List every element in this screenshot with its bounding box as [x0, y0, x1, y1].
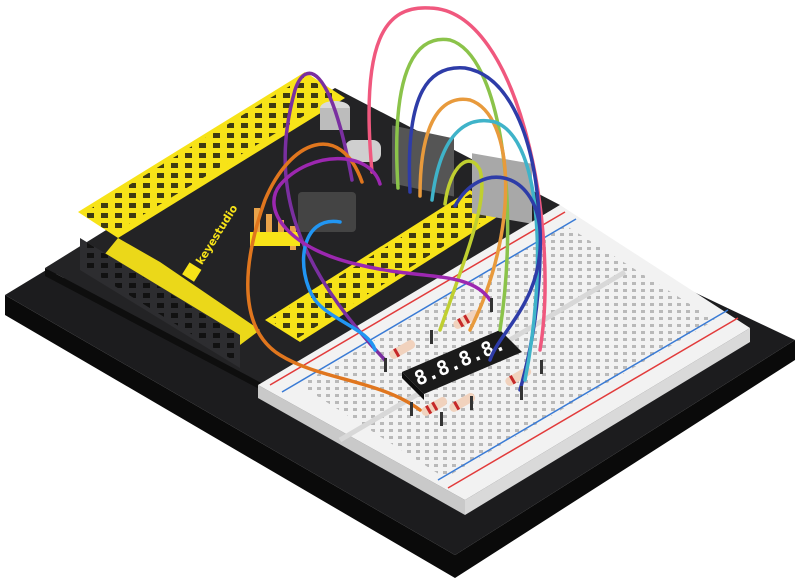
rail-blue-left	[281, 218, 577, 393]
resistor	[421, 397, 448, 416]
jumper-wire	[407, 66, 542, 392]
chip	[298, 192, 356, 232]
rail-red-right	[447, 317, 739, 489]
controller-board: keyestudio	[45, 72, 560, 392]
rail-blue-right	[437, 309, 729, 481]
jumper-wire	[394, 37, 510, 332]
resistor	[389, 340, 416, 359]
yellow-header-top-pins	[82, 76, 336, 234]
jumper-wire	[430, 119, 540, 382]
brand-logo	[182, 262, 202, 282]
resistor	[449, 393, 476, 412]
breadboard-side	[258, 385, 465, 515]
controller-board-side	[45, 268, 265, 392]
orange-pin-base	[250, 232, 300, 246]
orange-pin	[266, 214, 272, 238]
jumper-wire	[301, 219, 377, 352]
jumper-wire	[246, 142, 422, 412]
power-jack	[472, 153, 532, 224]
jumper-wires	[246, 6, 547, 412]
yellow-header-front	[100, 238, 260, 345]
breadboard-side-right	[465, 328, 750, 515]
rail-red-left	[269, 211, 566, 386]
black-header-strip-pins	[86, 242, 236, 362]
jumper-wire	[367, 6, 547, 352]
jumper-wire	[438, 159, 484, 332]
jumper-wire	[418, 97, 508, 332]
display-side	[402, 372, 424, 400]
jumper-wire	[453, 175, 543, 362]
jumper-wire	[272, 156, 492, 302]
display-body	[402, 330, 522, 394]
capacitor-body	[320, 108, 350, 130]
jumper-wire	[283, 71, 387, 362]
component-legs	[384, 298, 543, 426]
resistor	[453, 309, 480, 329]
yellow-header-right-pins	[270, 194, 498, 338]
